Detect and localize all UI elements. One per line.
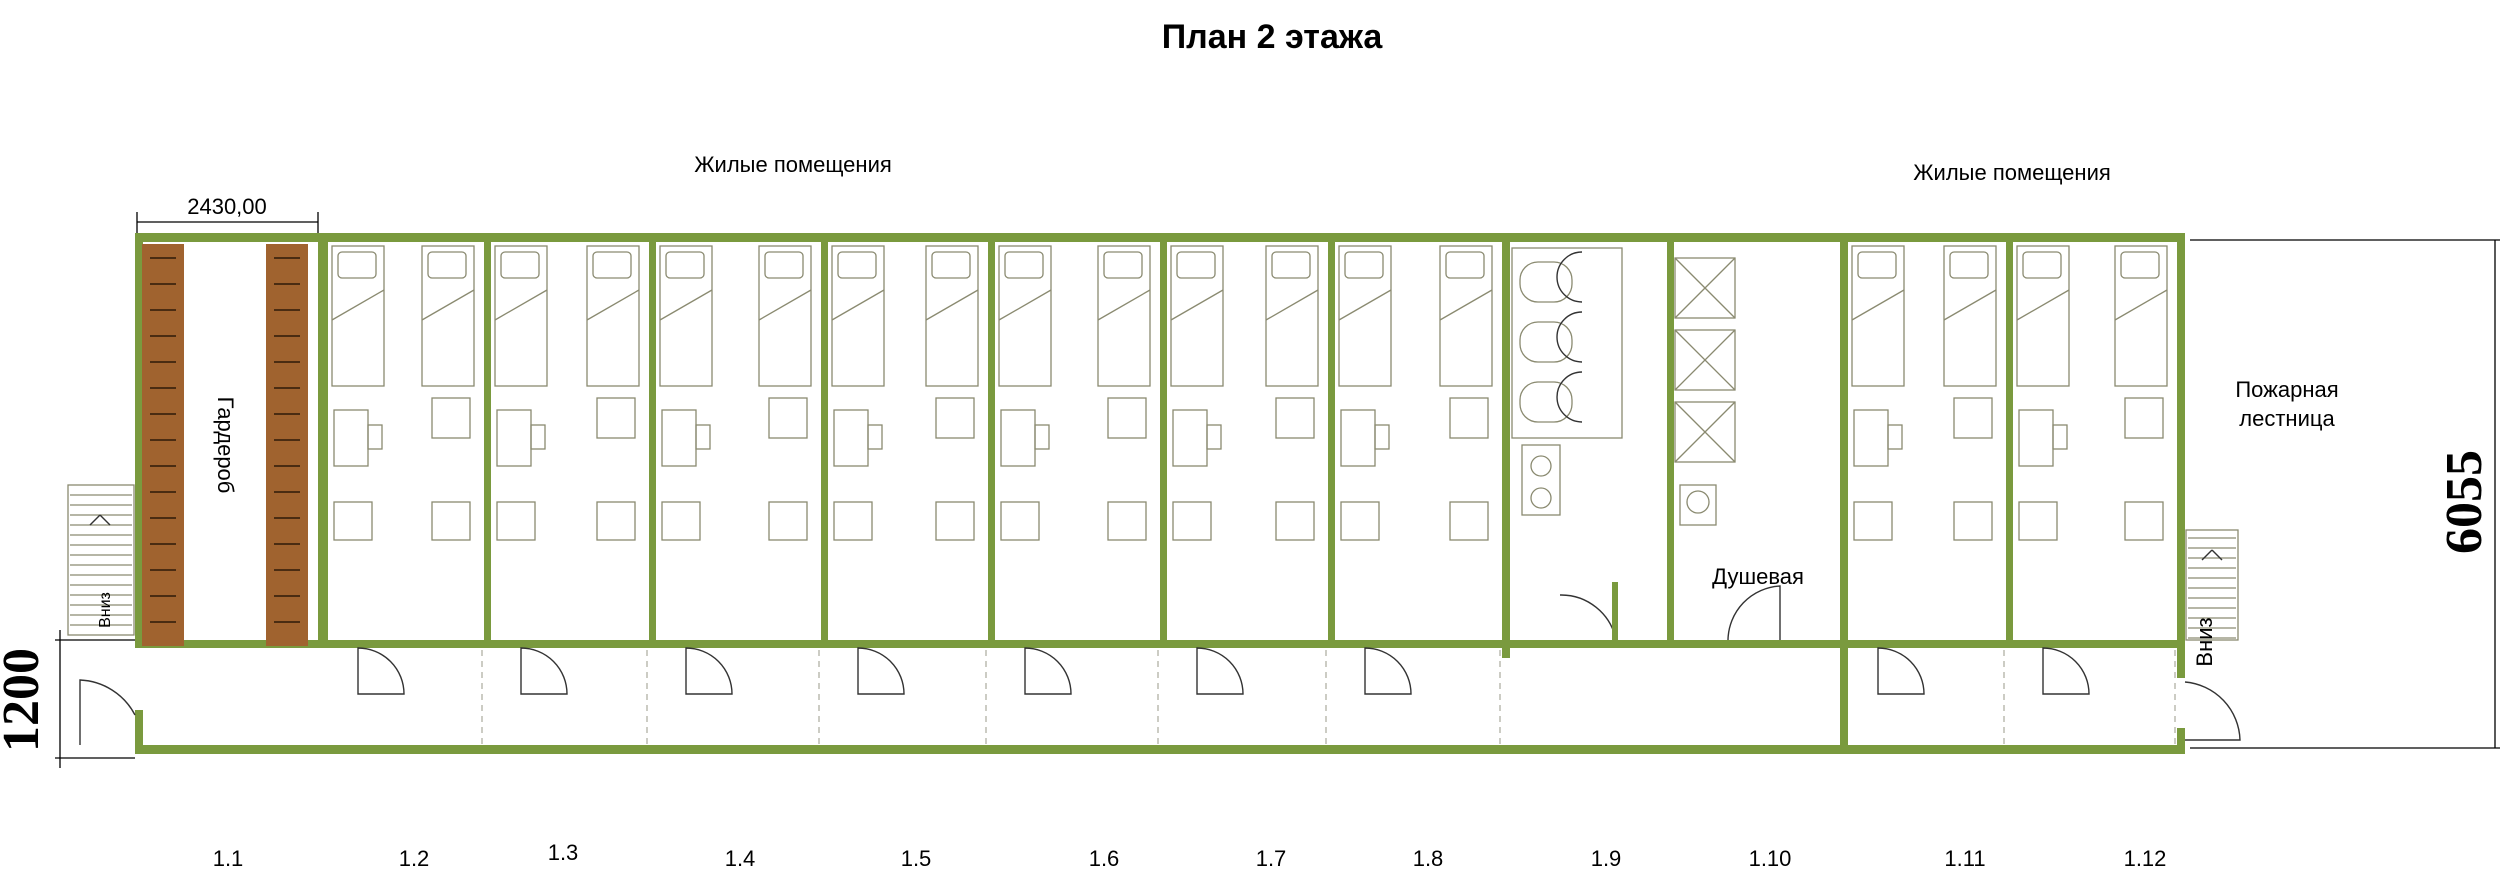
room-number: 1.1 [213,846,244,871]
corridor-dimension-label: 1200 [0,648,50,752]
bedroom-furniture [494,245,648,744]
wardrobe-label: Гардероб [213,397,238,494]
room-number: 1.7 [1256,846,1287,871]
bedroom-furniture [998,245,1159,744]
living-label-right: Жилые помещения [1913,160,2111,185]
height-dimension-label: 6055 [2436,450,2493,554]
room-number: 1.11 [1944,846,1985,871]
bedroom-furniture [831,245,987,744]
room-number: 1.2 [399,846,430,871]
room-partitions [318,233,2013,753]
room-numbers: 1.1 1.2 1.3 1.4 1.5 1.6 1.7 1.8 1.9 1.10 1.11 1.12 [213,840,2167,871]
bedroom-furniture [659,245,820,744]
room-number: 1.4 [725,846,756,871]
wardrobe-width-label: 2430,00 [187,194,267,219]
room-number: 1.10 [1749,846,1792,871]
room-furniture [331,245,2176,744]
stairs-right: Вниз [2184,529,2241,741]
wardrobe: Гардероб [142,244,308,646]
stairs-left: Вниз [67,484,136,745]
bedroom-furniture [2016,245,2176,744]
fire-stairs-label-1: Пожарная [2235,377,2338,402]
room-number: 1.9 [1591,846,1622,871]
bedroom-furniture [1170,245,1327,744]
toilet-block [1511,247,1623,642]
wardrobe-dimension: 2430,00 [136,194,319,236]
bedroom-furniture [1851,245,2005,744]
room-number: 1.8 [1413,846,1444,871]
shower-label: Душевая [1712,564,1804,589]
height-dimension: 6055 [2190,239,2500,749]
bedroom-furniture [1338,245,1501,744]
bedroom-furniture [331,245,483,744]
room-number: 1.3 [548,840,579,865]
shower-room: Душевая [1674,257,1804,641]
stairs-right-label: Вниз [2192,617,2217,666]
room-number: 1.6 [1089,846,1120,871]
corridor-dimension: 1200 [0,630,135,768]
living-label-left: Жилые помещения [694,152,892,177]
room-number: 1.12 [2124,846,2167,871]
fire-stairs-label-2: лестница [2239,406,2335,431]
plan-title: План 2 этажа [1162,18,1384,56]
stairs-left-label: Вниз [97,592,114,628]
room-number: 1.5 [901,846,932,871]
